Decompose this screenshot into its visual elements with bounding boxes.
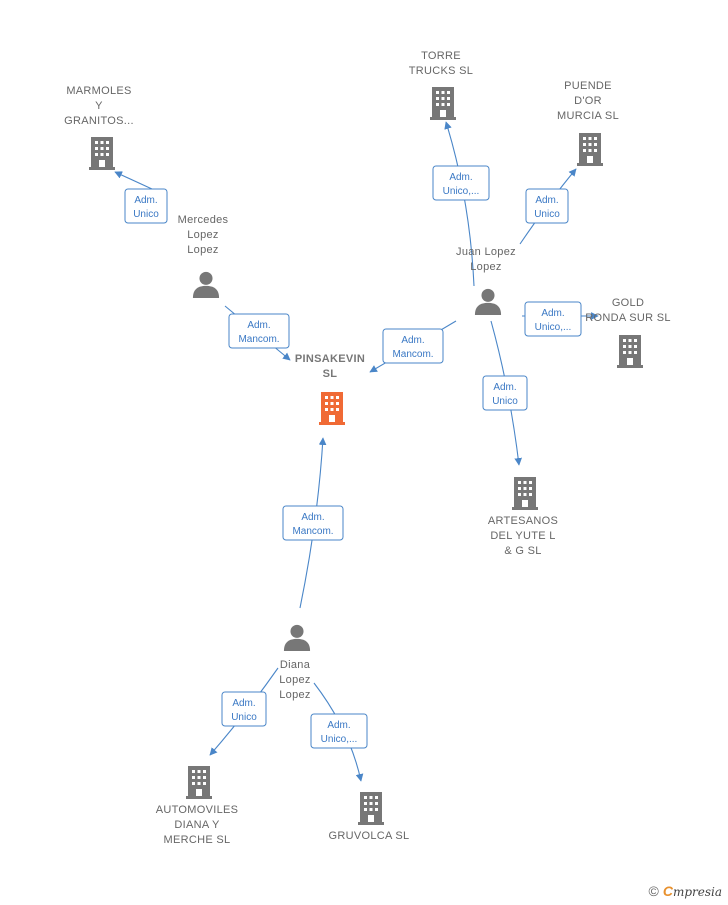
relation-label-line: Mancom. <box>238 334 279 345</box>
relation-label[interactable]: Adm. Unico,... <box>310 713 368 749</box>
relation-label[interactable]: Adm. Unico,... <box>432 165 490 201</box>
node-label-line: DIANA Y <box>174 819 220 831</box>
building-icon[interactable] <box>617 335 643 368</box>
relation-label-line: Adm. <box>541 308 564 319</box>
relation-label-box <box>525 188 569 224</box>
node-label-line: DEL YUTE L <box>490 530 555 542</box>
relation-label[interactable]: Adm. Unico <box>221 691 267 727</box>
nodes-layer: PINSAKEVIN SL MARMOLES Y GRANITOS... TORRE TRU… <box>64 50 671 846</box>
relation-label-box <box>482 375 528 411</box>
relation-label-line: Adm. <box>493 382 516 393</box>
relation-label[interactable]: Adm. Mancom. <box>228 313 290 349</box>
node-label-line: ARTESANOS <box>488 515 558 527</box>
edge-juan-to-torre <box>444 121 475 287</box>
node-pinsakevin[interactable]: PINSAKEVIN SL <box>295 353 365 425</box>
relation-label-line: Adm. <box>535 195 558 206</box>
relation-label-box <box>432 165 490 201</box>
node-automoviles[interactable]: AUTOMOVILES DIANA Y MERCHE SL <box>156 766 239 846</box>
relation-label-line: Adm. <box>401 335 424 346</box>
node-gruvolca[interactable]: GRUVOLCA SL <box>329 792 410 842</box>
node-gold[interactable]: GOLD RONDA SUR SL <box>585 297 671 368</box>
relation-label[interactable]: Adm. Unico <box>525 188 569 224</box>
relation-label-box <box>310 713 368 749</box>
relation-label-line: Adm. <box>301 512 324 523</box>
building-icon[interactable] <box>512 477 538 510</box>
relation-label-line: Unico <box>534 209 560 220</box>
node-label-line: PINSAKEVIN <box>295 353 365 365</box>
relation-label-line: Unico,... <box>443 186 480 197</box>
building-icon[interactable] <box>430 87 456 120</box>
node-artesanos[interactable]: ARTESANOS DEL YUTE L & G SL <box>488 477 558 557</box>
node-label-line: MARMOLES <box>66 85 131 97</box>
node-label-line: MERCHE SL <box>164 834 231 846</box>
relation-label-line: Unico,... <box>535 322 572 333</box>
node-label-line: Diana <box>280 659 311 671</box>
relation-label-line: Unico <box>492 396 518 407</box>
building-icon[interactable] <box>358 792 384 825</box>
node-label-line: GOLD <box>612 297 644 309</box>
relation-label-box <box>124 188 168 224</box>
node-marmoles[interactable]: MARMOLES Y GRANITOS... <box>64 85 134 170</box>
relation-label-line: Adm. <box>134 195 157 206</box>
node-label-line: AUTOMOVILES <box>156 804 239 816</box>
node-label-line: Lopez <box>187 229 218 241</box>
node-label-line: Lopez <box>279 689 310 701</box>
brand-logo-initial: C <box>662 883 673 899</box>
building-icon[interactable] <box>89 137 115 170</box>
relation-label-box <box>221 691 267 727</box>
node-label-line: Lopez <box>470 261 501 273</box>
node-label-line: D'OR <box>574 95 602 107</box>
node-label-line: Mercedes <box>178 214 229 226</box>
node-label-line: RONDA SUR SL <box>585 312 671 324</box>
relation-label-box <box>228 313 290 349</box>
node-label-line: Y <box>95 100 103 112</box>
node-puende[interactable]: PUENDE D'OR MURCIA SL <box>557 80 619 166</box>
relation-labels-layer: Adm.UnicoAdm.Mancom.Adm.Mancom.Adm.Unico… <box>124 165 582 749</box>
brand-logo-text: mpresia <box>672 885 722 899</box>
relation-label-line: Adm. <box>247 320 270 331</box>
relation-label[interactable]: Adm. Mancom. <box>282 505 344 541</box>
person-icon[interactable] <box>474 288 502 315</box>
edge-mercedes-to-marmoles <box>114 171 153 190</box>
relation-label-line: Adm. <box>327 720 350 731</box>
relation-label-box <box>282 505 344 541</box>
relation-label[interactable]: Adm. Unico <box>482 375 528 411</box>
node-label-line: GRANITOS... <box>64 115 134 127</box>
node-label-line: MURCIA SL <box>557 110 619 122</box>
node-label-line: Lopez <box>279 674 310 686</box>
relation-label-line: Unico,... <box>321 734 358 745</box>
relation-label-line: Adm. <box>232 698 255 709</box>
node-label-line: TORRE <box>421 50 461 62</box>
building-icon[interactable] <box>577 133 603 166</box>
node-torre[interactable]: TORRE TRUCKS SL <box>409 50 473 120</box>
relation-label[interactable]: Adm. Mancom. <box>382 328 444 364</box>
relation-label-line: Mancom. <box>392 349 433 360</box>
node-label-line: Lopez <box>187 244 218 256</box>
person-icon[interactable] <box>283 624 311 651</box>
node-label-line: Juan Lopez <box>456 246 516 258</box>
relation-label-box <box>382 328 444 364</box>
copyright-icon: © <box>648 883 659 899</box>
node-label-line: PUENDE <box>564 80 612 92</box>
building-icon[interactable] <box>319 392 345 425</box>
relation-label-line: Unico <box>133 209 159 220</box>
node-label-line: GRUVOLCA SL <box>329 830 410 842</box>
relation-label-line: Mancom. <box>292 526 333 537</box>
person-icon[interactable] <box>192 271 220 298</box>
relation-label[interactable]: Adm. Unico <box>124 188 168 224</box>
building-icon[interactable] <box>186 766 212 799</box>
relation-label[interactable]: Adm. Unico,... <box>524 301 582 337</box>
relation-label-line: Adm. <box>449 172 472 183</box>
node-label-line: SL <box>323 368 338 380</box>
relation-label-box <box>524 301 582 337</box>
node-label-line: TRUCKS SL <box>409 65 473 77</box>
node-label-line: & G SL <box>504 545 541 557</box>
relation-label-line: Unico <box>231 712 257 723</box>
brand-footer: ©Cmpresia <box>648 883 722 899</box>
